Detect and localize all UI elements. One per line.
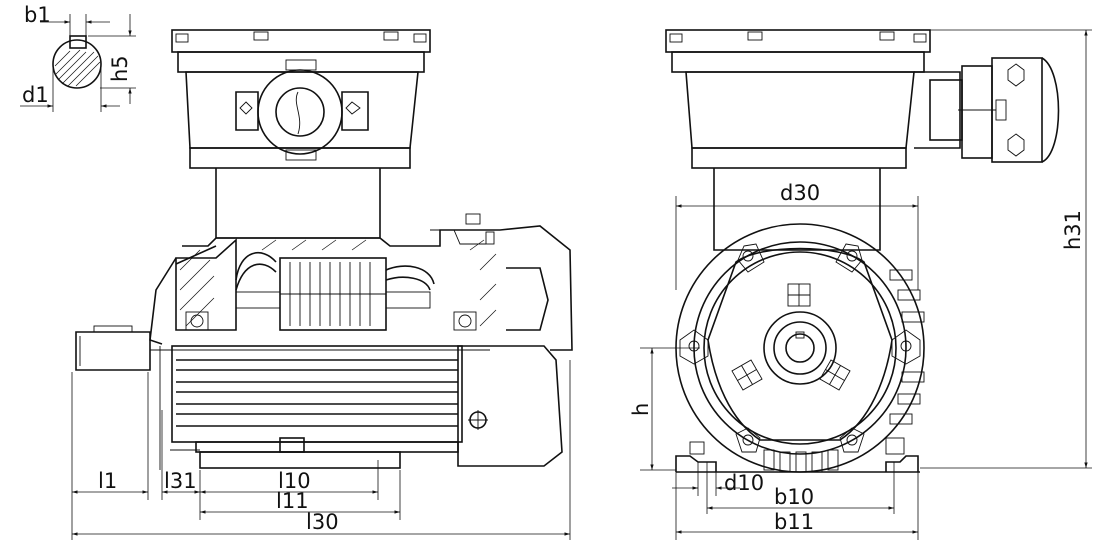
front-view-dimensions — [640, 29, 1092, 540]
label-l31: l31 — [164, 469, 197, 493]
label-h5: h5 — [108, 55, 132, 82]
label-l11: l11 — [276, 489, 309, 513]
motor-side-view — [75, 29, 573, 470]
side-view-dimensions — [71, 360, 571, 540]
label-b10: b10 — [774, 485, 814, 509]
label-d10: d10 — [724, 471, 764, 495]
label-d1: d1 — [22, 83, 49, 107]
label-d30: d30 — [780, 181, 820, 205]
label-l10: l10 — [278, 469, 311, 493]
label-l1: l1 — [98, 469, 117, 493]
label-b1: b1 — [24, 3, 51, 27]
label-h31: h31 — [1061, 210, 1085, 250]
label-b11: b11 — [774, 510, 814, 534]
shaft-section-view — [20, 14, 136, 112]
label-h: h — [629, 403, 653, 416]
label-l30: l30 — [306, 510, 339, 534]
motor-front-view — [665, 29, 1060, 473]
